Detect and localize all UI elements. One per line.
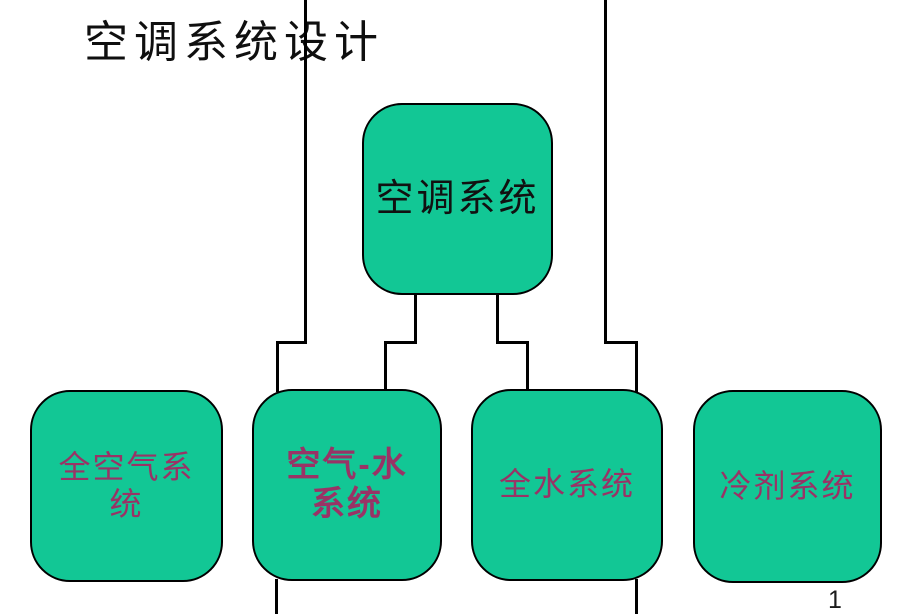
node-all-air-system: 全空气系 统 xyxy=(30,390,223,582)
connector-segment xyxy=(526,341,529,392)
node-refrigerant-system: 冷剂系统 xyxy=(693,390,882,583)
slide-title: 空调系统设计 xyxy=(84,18,384,67)
connector-segment xyxy=(304,0,307,344)
node-all-water-system: 全水系统 xyxy=(471,389,663,581)
connector-segment xyxy=(604,0,607,344)
connector-segment xyxy=(414,294,417,344)
node-label: 全水系统 xyxy=(498,466,635,503)
connector-segment xyxy=(635,341,638,392)
page-number: 1 xyxy=(828,586,842,614)
connector-segment xyxy=(496,341,529,344)
node-label: 空气-水 系统 xyxy=(286,445,408,523)
node-air-conditioning-system: 空调系统 xyxy=(362,103,553,295)
connector-segment xyxy=(276,341,279,392)
node-label: 空调系统 xyxy=(375,177,540,220)
node-label: 冷剂系统 xyxy=(719,467,856,504)
connector-segment xyxy=(496,294,499,344)
connector-all-water-to-bottomedge xyxy=(635,579,638,614)
connector-air-water-to-bottomedge xyxy=(275,579,278,614)
connector-segment xyxy=(604,341,638,344)
connector-segment xyxy=(384,341,417,344)
connector-segment xyxy=(276,341,307,344)
connector-segment xyxy=(384,341,387,392)
node-label: 全空气系 统 xyxy=(58,448,195,522)
node-air-water-system: 空气-水 系统 xyxy=(252,389,442,581)
